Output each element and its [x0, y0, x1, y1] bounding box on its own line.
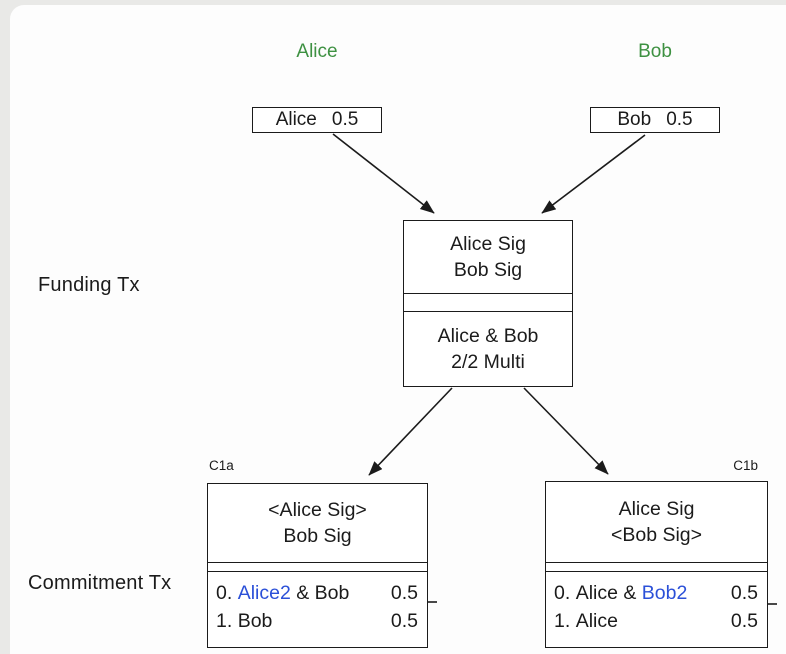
bob-input-name: Bob: [617, 109, 652, 130]
c1b-outputs: 0. Alice & Bob2 0.5 1. Alice 0.5: [546, 572, 767, 647]
output-index: 1.: [554, 610, 576, 632]
c1a-sig-line1: <Alice Sig>: [268, 499, 367, 521]
c1a-divider-band: [208, 562, 427, 572]
output-text: & Bob: [290, 582, 350, 604]
c1b-tag: C1b: [733, 458, 758, 473]
participant-alice-label: Alice: [296, 41, 338, 62]
output-index: 0.: [554, 582, 576, 604]
output-text: Alice &: [575, 582, 642, 604]
funding-sig-section: Alice Sig Bob Sig: [404, 221, 572, 293]
output-text: Alice: [575, 610, 618, 632]
c1a-box: <Alice Sig> Bob Sig 0. Alice2 & Bob 0.5 …: [207, 483, 428, 648]
alice-input-name: Alice: [275, 109, 317, 130]
funding-sig-line1: Alice Sig: [450, 233, 526, 255]
c1b-sig-section: Alice Sig <Bob Sig>: [546, 482, 767, 562]
c1a-output-1: 1. Bob 0.5: [216, 607, 418, 635]
c1a-outputs: 0. Alice2 & Bob 0.5 1. Bob 0.5: [208, 572, 427, 647]
funding-script-line2: 2/2 Multi: [451, 351, 525, 373]
c1b-box: Alice Sig <Bob Sig> 0. Alice & Bob2 0.5 …: [545, 481, 768, 648]
output-amount: 0.5: [730, 582, 758, 604]
output-revocable-key: Bob2: [641, 582, 688, 604]
bob-input-amount: 0.5: [666, 109, 693, 130]
c1a-output-0: 0. Alice2 & Bob 0.5: [216, 579, 418, 607]
c1b-divider-band: [546, 562, 767, 572]
output-amount: 0.5: [730, 610, 758, 632]
funding-script-section: Alice & Bob 2/2 Multi: [404, 312, 572, 386]
output-index: 0.: [216, 582, 238, 604]
c1b-output-1: 1. Alice 0.5: [554, 607, 758, 635]
output-amount: 0.5: [390, 582, 418, 604]
output-amount: 0.5: [390, 610, 418, 632]
output-text: Bob: [237, 610, 273, 632]
output-revocable-key: Alice2: [237, 582, 291, 604]
c1b-sig-line1: Alice Sig: [618, 498, 695, 520]
c1a-tag: C1a: [209, 458, 234, 473]
alice-input-amount: 0.5: [331, 109, 359, 130]
funding-tx-box: Alice Sig Bob Sig Alice & Bob 2/2 Multi: [403, 220, 573, 387]
funding-tx-label: Funding Tx: [38, 274, 140, 296]
alice-input-box: Alice 0.5: [252, 107, 382, 133]
c1b-sig-line2: <Bob Sig>: [610, 524, 703, 546]
output-index: 1.: [216, 610, 238, 632]
c1a-sig-section: <Alice Sig> Bob Sig: [208, 484, 427, 562]
c1b-output-0: 0. Alice & Bob2 0.5: [554, 579, 758, 607]
funding-sig-line2: Bob Sig: [453, 259, 523, 281]
participant-bob-label: Bob: [638, 41, 672, 62]
commitment-tx-label: Commitment Tx: [28, 572, 172, 594]
c1a-sig-line2: Bob Sig: [283, 525, 352, 547]
funding-divider-band: [404, 293, 572, 312]
funding-script-line1: Alice & Bob: [437, 325, 539, 347]
bob-input-box: Bob 0.5: [590, 107, 720, 133]
